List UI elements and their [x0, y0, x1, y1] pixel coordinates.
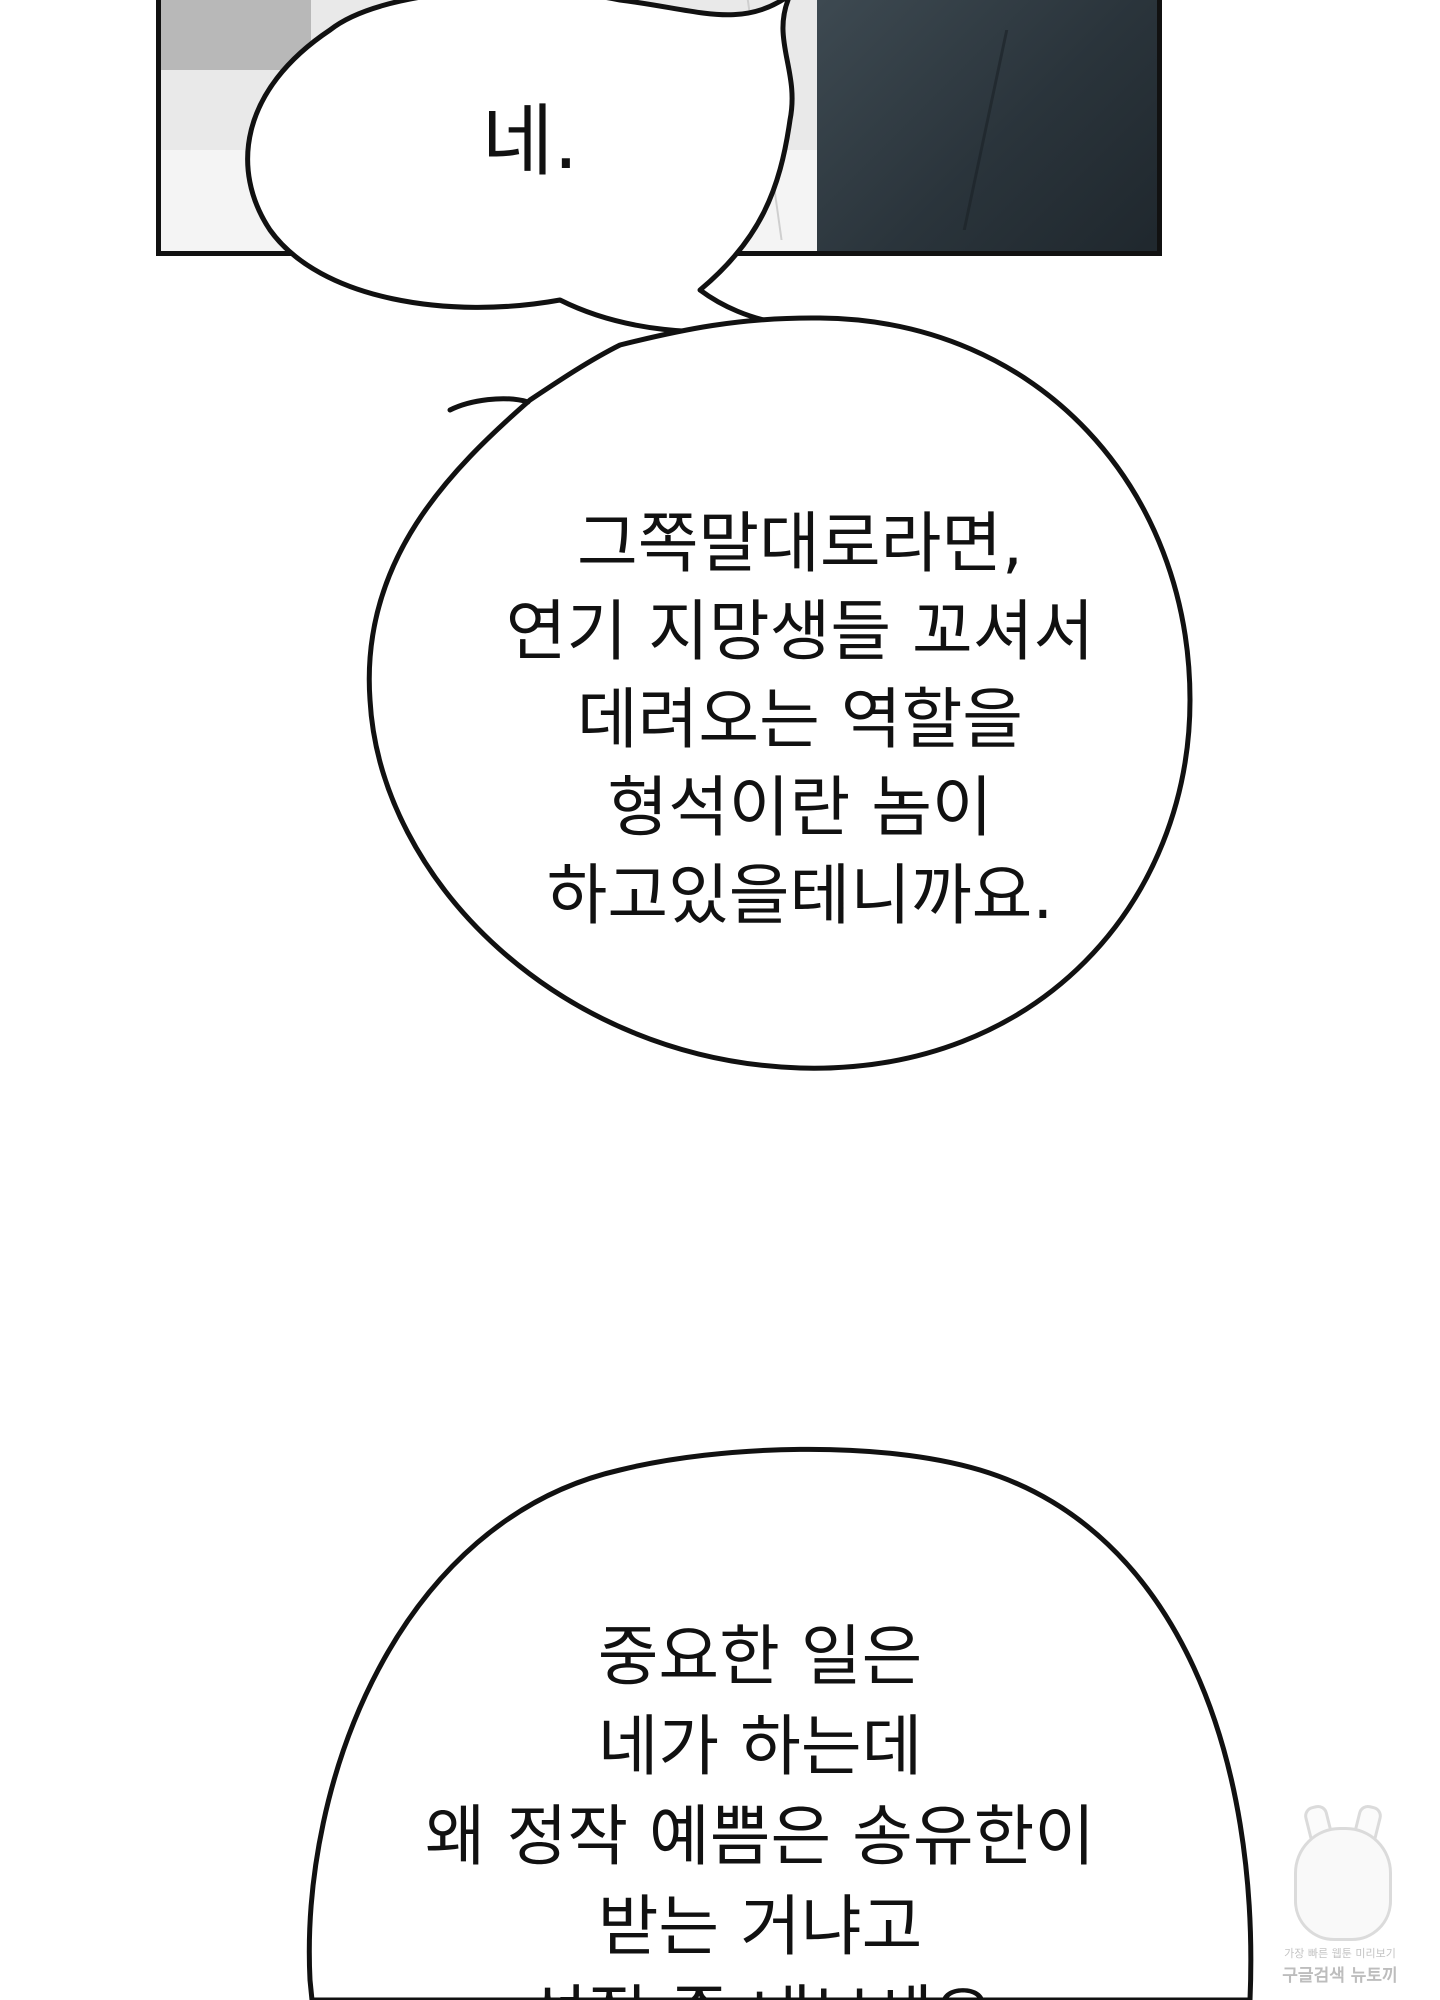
bubble-1-text: 네.: [481, 97, 579, 187]
coat-fold: [962, 30, 1119, 230]
watermark: 가장 빠른 웹툰 미리보기 구글검색 뉴토끼: [1250, 1802, 1430, 1990]
panel-dark-coat: [817, 0, 1157, 251]
bunny-mascot-icon: [1294, 1827, 1392, 1941]
watermark-tagline: 가장 빠른 웹툰 미리보기: [1284, 1947, 1396, 1960]
bubble-3-text: 중요한 일은 네가 하는데 왜 정작 예쁨은 송유한이 받는 거냐고 성질 좀 …: [424, 1618, 1096, 2000]
watermark-site: 구글검색 뉴토끼: [1282, 1966, 1398, 1986]
bubble-2-text: 그쪽말대로라면, 연기 지망생들 꼬셔서 데려오는 역할을 형석이란 놈이 하고…: [505, 505, 1095, 934]
panel-background-tone: [161, 0, 311, 70]
speech-bubble-2-tail: [447, 396, 531, 413]
